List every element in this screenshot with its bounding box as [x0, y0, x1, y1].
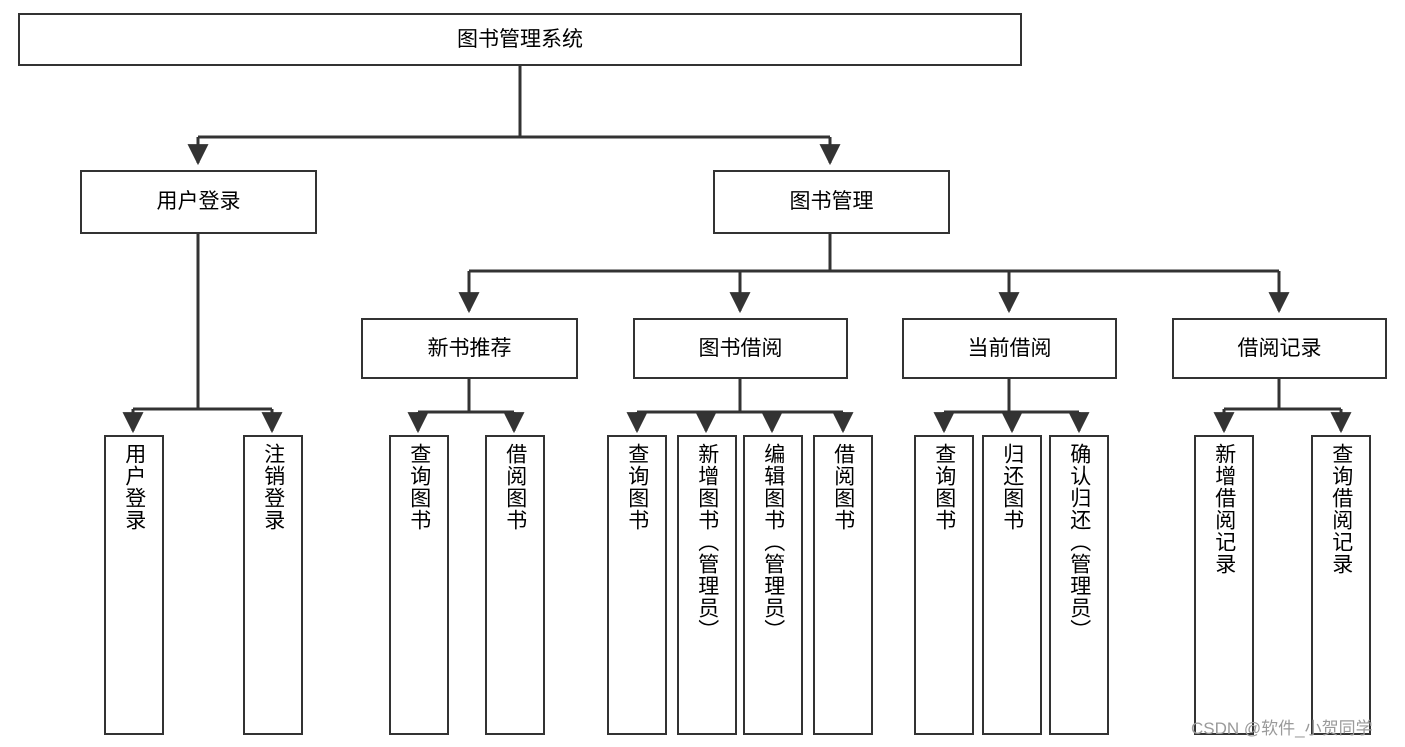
node-root-system[interactable]: 图书管理系统 — [18, 13, 1022, 66]
node-label: 用户登录 — [122, 443, 146, 531]
node-book-management[interactable]: 图书管理 — [713, 170, 950, 234]
node-label: 查询借阅记录 — [1329, 443, 1353, 575]
node-leaf-query-record[interactable]: 查询借阅记录 — [1311, 435, 1371, 735]
node-leaf-borrow-book-1[interactable]: 借阅图书 — [485, 435, 545, 735]
node-leaf-edit-book[interactable]: 编辑图书（管理员） — [743, 435, 803, 735]
node-label: 图书借阅 — [698, 336, 783, 360]
node-label: 用户登录 — [156, 190, 241, 214]
node-label: 查询图书 — [932, 443, 956, 531]
node-current-borrow[interactable]: 当前借阅 — [902, 318, 1117, 379]
node-leaf-user-login[interactable]: 用户登录 — [104, 435, 164, 735]
node-leaf-add-book[interactable]: 新增图书（管理员） — [677, 435, 737, 735]
node-label: 查询图书 — [407, 443, 431, 531]
node-label: 新增图书（管理员） — [695, 443, 719, 641]
node-book-borrow[interactable]: 图书借阅 — [633, 318, 848, 379]
node-leaf-return-book[interactable]: 归还图书 — [982, 435, 1042, 735]
node-label: 新书推荐 — [427, 336, 512, 360]
node-new-book-recommend[interactable]: 新书推荐 — [361, 318, 578, 379]
node-leaf-add-record[interactable]: 新增借阅记录 — [1194, 435, 1254, 735]
watermark-text: CSDN @软件_小贺同学 — [1191, 719, 1373, 738]
node-leaf-confirm-return[interactable]: 确认归还（管理员） — [1049, 435, 1109, 735]
node-label: 查询图书 — [625, 443, 649, 531]
node-label: 归还图书 — [1000, 443, 1024, 531]
node-user-login[interactable]: 用户登录 — [80, 170, 317, 234]
node-label: 确认归还（管理员） — [1067, 443, 1091, 641]
node-leaf-query-book-1[interactable]: 查询图书 — [389, 435, 449, 735]
node-leaf-query-book-3[interactable]: 查询图书 — [914, 435, 974, 735]
node-label: 编辑图书（管理员） — [761, 443, 785, 641]
node-leaf-borrow-book-2[interactable]: 借阅图书 — [813, 435, 873, 735]
node-label: 当前借阅 — [967, 336, 1052, 360]
node-label: 图书管理系统 — [457, 27, 583, 51]
node-label: 注销登录 — [261, 443, 285, 531]
node-borrow-record[interactable]: 借阅记录 — [1172, 318, 1387, 379]
node-label: 借阅图书 — [503, 443, 527, 531]
node-label: 借阅记录 — [1237, 336, 1322, 360]
node-label: 图书管理 — [789, 190, 874, 214]
node-label: 借阅图书 — [831, 443, 855, 531]
node-leaf-query-book-2[interactable]: 查询图书 — [607, 435, 667, 735]
node-leaf-user-logout[interactable]: 注销登录 — [243, 435, 303, 735]
node-label: 新增借阅记录 — [1212, 443, 1236, 575]
